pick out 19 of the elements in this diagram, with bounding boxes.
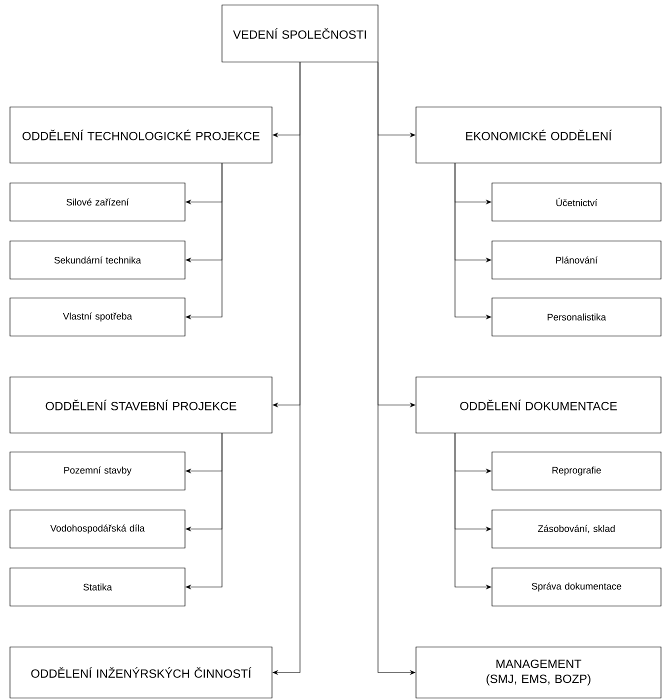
- department-box: ODDĚLENÍ TECHNOLOGICKÉ PROJEKCE: [10, 106, 272, 164]
- department-box: MANAGEMENT (SMJ, EMS, BOZP): [416, 646, 662, 698]
- department-box: VEDENÍ SPOLEČNOSTI: [222, 4, 378, 62]
- unit-box: Personalistika: [492, 298, 662, 336]
- unit-box: Účetnictví: [492, 182, 662, 222]
- unit-box: Vlastní spotřeba: [10, 298, 186, 336]
- department-box: ODDĚLENÍ INŽENÝRSKÝCH ČINNOSTÍ: [10, 646, 272, 698]
- department-box: ODDĚLENÍ STAVEBNÍ PROJEKCE: [10, 376, 272, 434]
- unit-box: Vodohospodářská díla: [10, 510, 186, 548]
- unit-box: Sekundární technika: [10, 240, 186, 280]
- unit-box: Zásobování, sklad: [492, 510, 662, 548]
- department-box: EKONOMICKÉ ODDĚLENÍ: [416, 106, 662, 164]
- department-box: ODDĚLENÍ DOKUMENTACE: [416, 376, 662, 434]
- unit-box: Reprografie: [492, 452, 662, 490]
- unit-box: Statika: [10, 568, 186, 606]
- unit-box: Silové zařízení: [10, 182, 186, 222]
- unit-box: Plánování: [492, 240, 662, 280]
- unit-box: Pozemní stavby: [10, 452, 186, 490]
- unit-box: Správa dokumentace: [492, 568, 662, 606]
